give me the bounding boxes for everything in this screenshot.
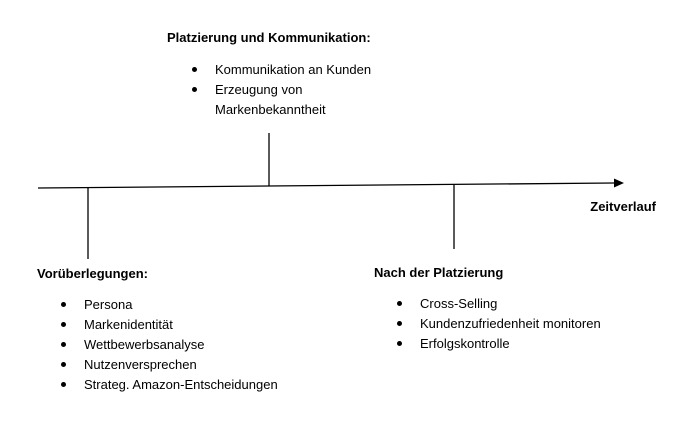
phase-title-nach-platzierung: Nach der Platzierung [374,265,504,280]
list-item: Erfolgskontrolle [394,334,601,354]
timeline-arrowhead [614,178,624,188]
phase-list-vorueberlegungen: Persona Markenidentität Wettbewerbsanaly… [58,295,278,395]
list-item: Kommunikation an Kunden [189,60,371,80]
list-item: Nutzenversprechen [58,355,278,375]
axis-label: Zeitverlauf [590,199,656,214]
list-item: Erzeugung von Markenbekanntheit [189,80,355,120]
phase-list-nach-platzierung: Cross-Selling Kundenzufriedenheit monito… [394,294,601,354]
phase-title-platzierung: Platzierung und Kommunikation: [167,30,371,45]
list-item: Strateg. Amazon-Entscheidungen [58,375,278,395]
list-item: Markenidentität [58,315,278,335]
phase-title-vorueberlegungen: Vorüberlegungen: [37,266,148,281]
list-item: Persona [58,295,278,315]
list-item: Kundenzufriedenheit monitoren [394,314,601,334]
phase-list-platzierung: Kommunikation an Kunden Erzeugung von Ma… [189,60,371,120]
list-item: Wettbewerbsanalyse [58,335,278,355]
timeline-axis [37,182,615,189]
list-item: Cross-Selling [394,294,601,314]
